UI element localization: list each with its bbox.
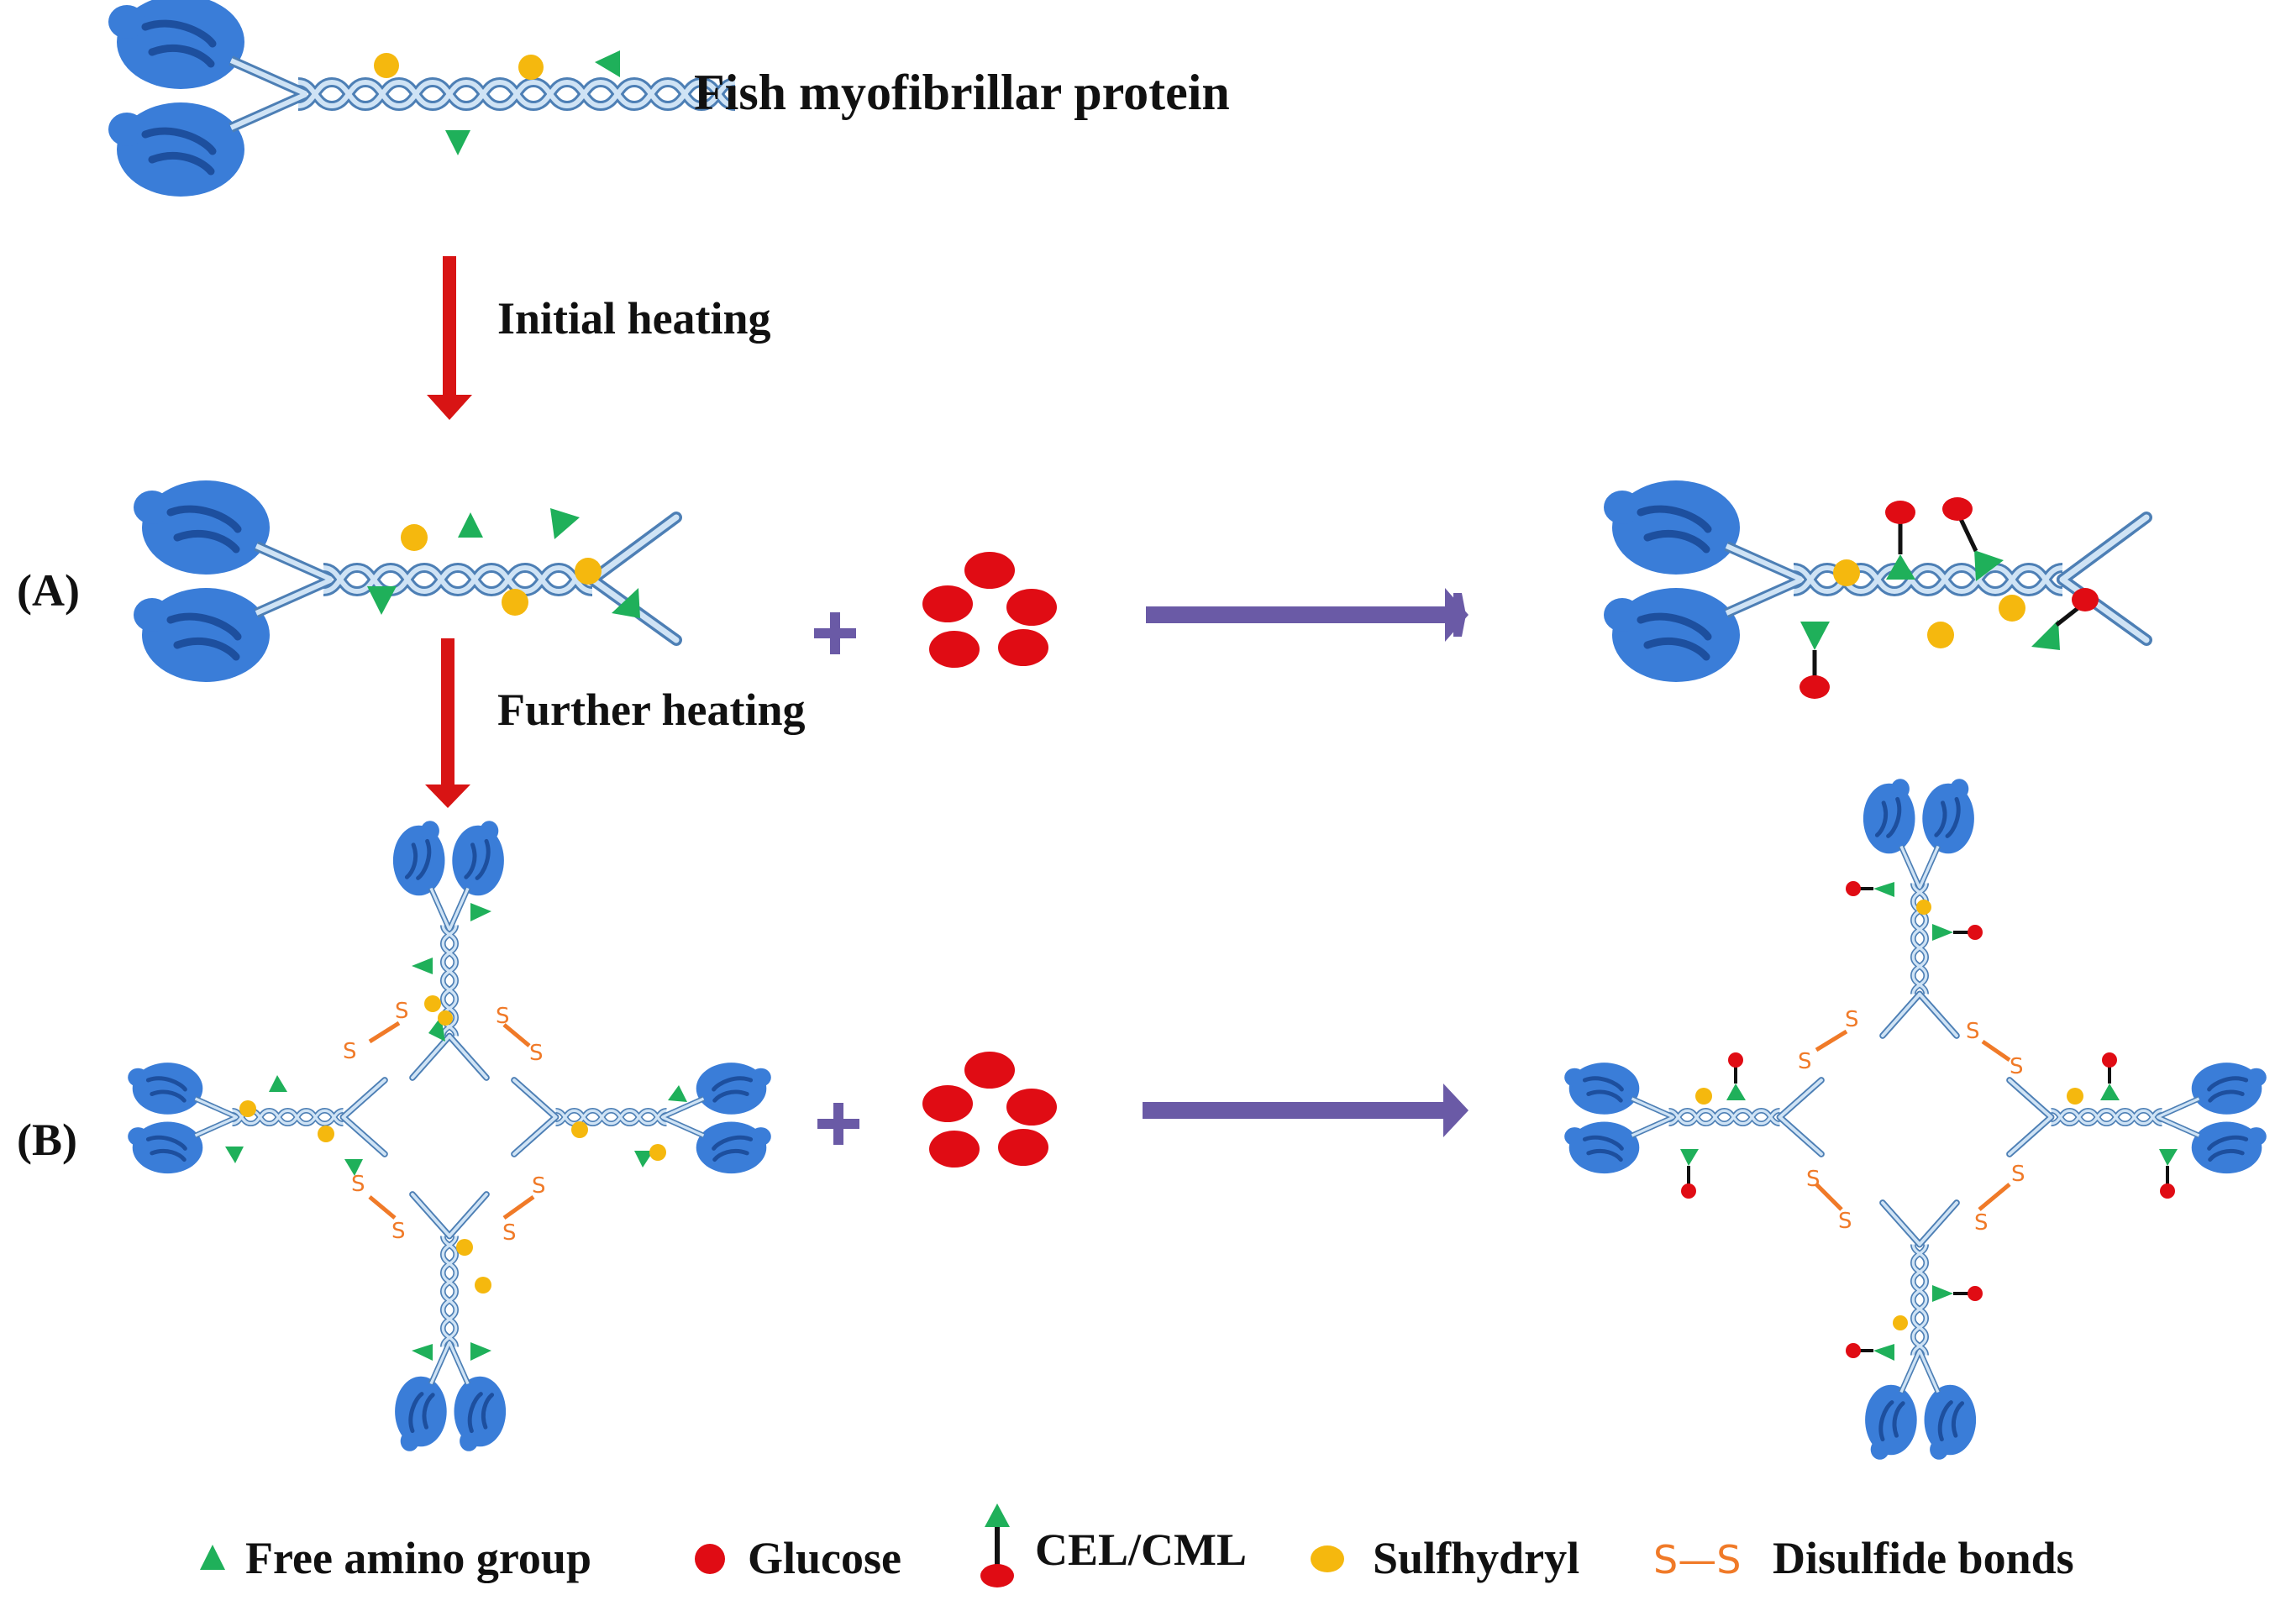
plus-sign-a — [814, 612, 856, 654]
svg-text:S: S — [351, 1172, 365, 1197]
sulfhydryl-dot — [502, 589, 528, 616]
amino-triangle — [458, 512, 483, 538]
svg-text:S: S — [343, 1039, 357, 1064]
reaction-arrow-a — [1146, 588, 1468, 642]
sulfhydryl-dot — [1833, 559, 1860, 586]
panel-a-label: (A) — [17, 565, 80, 616]
amino-triangle — [445, 130, 470, 155]
amino-triangle — [550, 508, 580, 539]
glycated-myosin — [1604, 480, 2146, 682]
further-heating-arrow — [425, 638, 470, 808]
reaction-arrow-b — [1143, 1084, 1468, 1137]
svg-text:S: S — [496, 1004, 510, 1029]
further-heating-label: Further heating — [497, 685, 806, 735]
svg-text:S: S — [1838, 1209, 1852, 1234]
legend-disulfide-label: Disulfide bonds — [1773, 1533, 2074, 1583]
diagram-title: Fish myofibrillar protein — [694, 65, 1230, 120]
legend-disulfide-icon: S—S — [1653, 1537, 1742, 1582]
legend-glucose-label: Glucose — [748, 1533, 901, 1583]
sulfhydryl-dot — [1999, 595, 2025, 622]
legend-celcml-label: CEL/CML — [1035, 1524, 1248, 1575]
legend-sulfhydryl-icon — [1311, 1545, 1344, 1572]
svg-text:S: S — [2011, 1162, 2025, 1187]
svg-text:S: S — [1966, 1019, 1980, 1044]
svg-text:S: S — [1806, 1167, 1821, 1192]
aggregate-network-right: SS SS SS SS — [1564, 779, 2267, 1460]
svg-text:S: S — [395, 999, 409, 1024]
cel-cml-adduct — [1942, 497, 2004, 581]
legend-celcml-icon — [980, 1503, 1014, 1587]
cel-cml-adduct — [2031, 588, 2099, 650]
svg-text:S: S — [502, 1220, 517, 1246]
svg-text:S: S — [391, 1219, 406, 1244]
legend-glucose-icon — [695, 1544, 725, 1574]
svg-text:S: S — [1974, 1210, 1989, 1236]
legend-amino-icon — [200, 1545, 225, 1570]
svg-text:S: S — [2010, 1054, 2024, 1079]
legend-amino-label: Free amino group — [245, 1533, 591, 1583]
glucose-cluster-b — [922, 1052, 1057, 1168]
svg-text:S: S — [1845, 1007, 1859, 1032]
sulfhydryl-dot — [401, 524, 428, 551]
amino-triangle — [595, 50, 620, 77]
cel-cml-adduct — [1885, 501, 1915, 580]
svg-text:S: S — [1798, 1049, 1812, 1074]
panel-b-label: (B) — [17, 1115, 77, 1165]
initial-heating-arrow — [427, 256, 472, 420]
plus-sign-b — [817, 1103, 859, 1145]
aggregate-network-left: SS SS SS SS — [128, 821, 771, 1451]
sulfhydryl-dot — [518, 55, 544, 80]
svg-text:S: S — [529, 1041, 544, 1066]
svg-text:S: S — [532, 1173, 546, 1199]
initial-heating-label: Initial heating — [497, 293, 771, 344]
amino-triangle — [367, 586, 397, 615]
sulfhydryl-dot — [374, 53, 399, 78]
sulfhydryl-dot — [575, 558, 602, 585]
amino-triangle — [612, 588, 640, 618]
glucose-cluster-a — [922, 552, 1057, 668]
native-myosin — [108, 0, 735, 197]
legend-sulfhydryl-label: Sulfhydryl — [1373, 1533, 1580, 1583]
sulfhydryl-dot — [1927, 622, 1954, 648]
cel-cml-adduct — [1799, 622, 1830, 699]
